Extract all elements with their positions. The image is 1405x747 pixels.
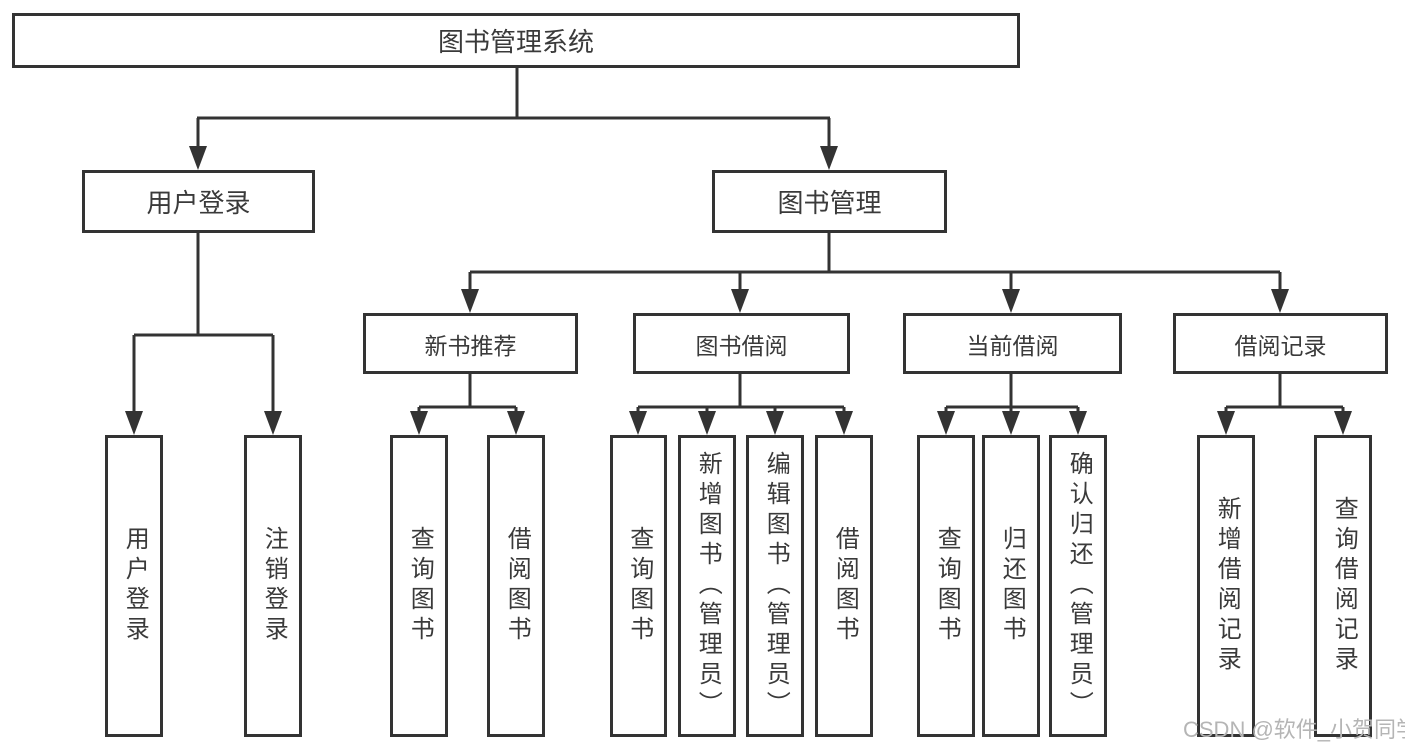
connector-book-borrow-to-children [636,374,846,416]
leaf-borrow-borrow-book: 借阅图书 [815,435,873,737]
leaf-label: 注销登录 [260,526,288,646]
node-label: 图书管理系统 [437,27,594,57]
leaf-label: 新增借阅记录 [1213,496,1241,676]
arrowhead-icon [937,411,955,435]
leaf-label: 归还图书 [998,526,1026,646]
leaf-current-query-book: 查询图书 [917,435,975,737]
connector-root-to-level2 [196,68,831,150]
arrowhead-icon [189,146,207,170]
arrowhead-icon [1069,411,1087,435]
connector-borrow-records-to-children [1224,374,1345,416]
arrowhead-icon [698,411,716,435]
leaf-label: 查询图书 [625,526,653,646]
arrowhead-icon [1217,411,1235,435]
arrowhead-icon [731,289,749,313]
node-new-book-recommend: 新书推荐 [363,313,578,374]
node-label: 图书管理 [777,188,882,218]
arrowhead-icon [629,411,647,435]
connector-new-book-recommend-to-children [417,374,518,416]
leaf-label: 编辑图书（管理员） [762,451,790,721]
leaf-label: 查询图书 [406,526,434,646]
node-root-system: 图书管理系统 [12,13,1020,68]
arrowhead-icon [507,411,525,435]
leaf-return-book: 归还图书 [982,435,1040,737]
leaf-edit-book-admin: 编辑图书（管理员） [746,435,804,737]
node-label: 借阅记录 [1234,332,1327,359]
leaf-recommend-borrow-book: 借阅图书 [487,435,545,737]
arrowhead-icon [1002,411,1020,435]
csdn-watermark: CSDN @软件_小贺同学 [1183,717,1405,742]
leaf-label: 确认归还（管理员） [1065,451,1093,721]
leaf-recommend-query-book: 查询图书 [390,435,448,737]
leaf-label: 用户登录 [121,526,149,646]
node-label: 图书借阅 [695,332,788,359]
leaf-user-login: 用户登录 [105,435,163,737]
leaf-borrow-query-book: 查询图书 [610,435,667,737]
arrowhead-icon [125,411,143,435]
arrowhead-icon [820,146,838,170]
leaf-add-book-admin: 新增图书（管理员） [678,435,736,737]
node-user-login: 用户登录 [82,170,315,233]
node-book-management: 图书管理 [712,170,947,233]
leaf-label: 借阅图书 [503,526,531,646]
arrowhead-icon [461,289,479,313]
node-label: 新书推荐 [424,332,517,359]
node-current-borrow: 当前借阅 [903,313,1122,374]
leaf-add-borrow-record: 新增借阅记录 [1197,435,1255,737]
connector-current-borrow-to-children [944,374,1080,416]
leaf-confirm-return-admin: 确认归还（管理员） [1049,435,1107,737]
leaf-logout: 注销登录 [244,435,302,737]
arrowhead-icon [1334,411,1352,435]
node-label: 当前借阅 [966,332,1059,359]
leaf-label: 新增图书（管理员） [694,451,722,721]
arrowhead-icon [766,411,784,435]
node-book-borrow: 图书借阅 [633,313,850,374]
node-label: 用户登录 [146,188,251,218]
leaf-label: 借阅图书 [831,526,859,646]
leaf-label: 查询图书 [933,526,961,646]
node-borrow-records: 借阅记录 [1173,313,1388,374]
arrowhead-icon [410,411,428,435]
connector-user-login-to-children [132,233,275,415]
arrowhead-icon [1002,289,1020,313]
arrowhead-icon [835,411,853,435]
leaf-query-borrow-record: 查询借阅记录 [1314,435,1372,737]
leaf-label: 查询借阅记录 [1330,496,1358,676]
arrowhead-icon [1271,289,1289,313]
connector-book-management-to-groups [468,233,1282,293]
arrowhead-icon [264,411,282,435]
